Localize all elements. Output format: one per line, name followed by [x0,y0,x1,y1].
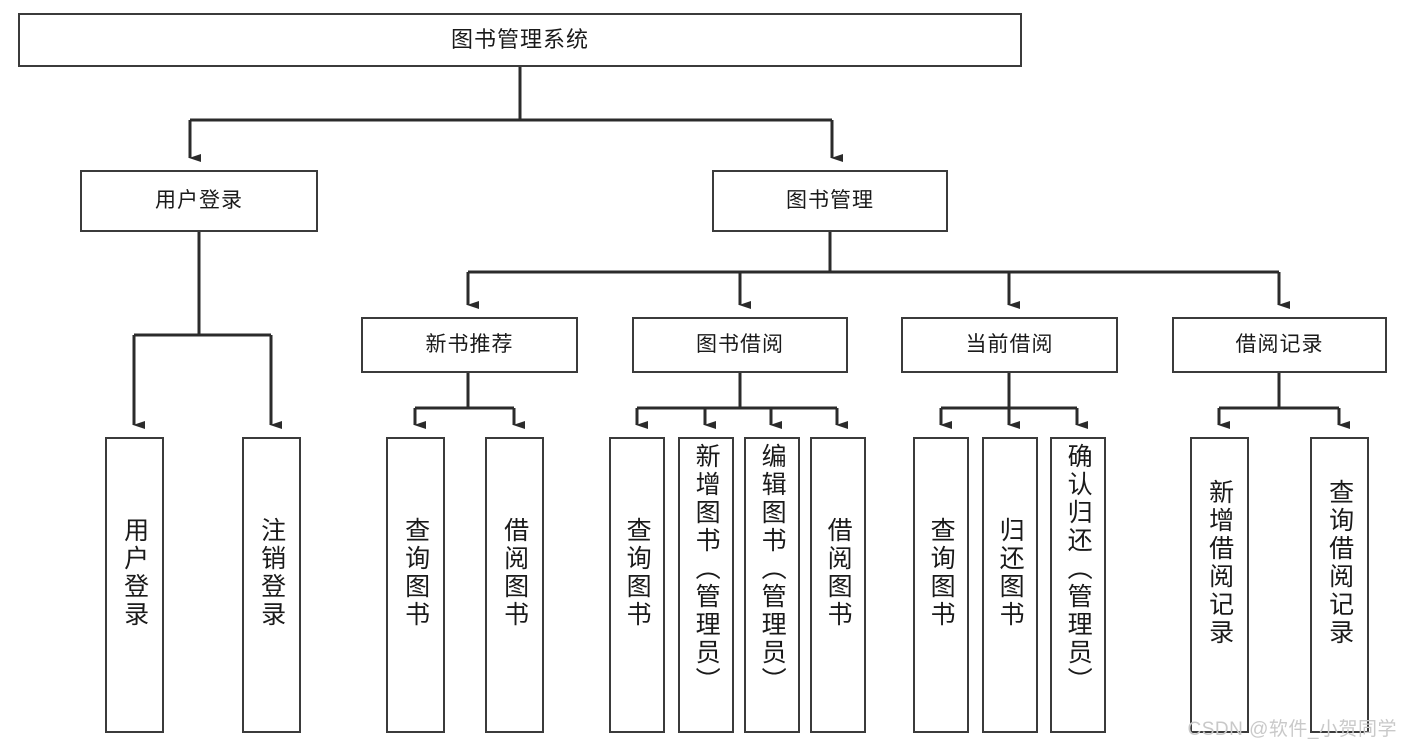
leaf-book-borrow-add-book-admin[interactable]: 新增图书（管理员） [678,437,734,733]
leaf-current-borrow-confirm-return-admin[interactable]: 确认归还（管理员） [1050,437,1106,733]
node-label: 新增图书（管理员） [692,443,721,695]
node-label: 图书管理系统 [450,26,589,52]
node-book-management[interactable]: 图书管理 [712,170,948,232]
node-label: 查询图书 [401,517,430,629]
leaf-user-login-logout[interactable]: 注销登录 [242,437,301,733]
leaf-borrow-record-query-record[interactable]: 查询借阅记录 [1310,437,1369,733]
node-label: 借阅图书 [824,517,853,629]
node-label: 图书管理 [786,189,874,213]
node-borrow-record[interactable]: 借阅记录 [1172,317,1387,373]
node-label: 查询图书 [927,517,956,629]
node-label: 用户登录 [120,517,149,629]
leaf-book-borrow-borrow-book[interactable]: 借阅图书 [810,437,866,733]
leaf-book-borrow-query-book[interactable]: 查询图书 [609,437,665,733]
node-user-login[interactable]: 用户登录 [80,170,318,232]
node-label: 借阅记录 [1235,333,1324,357]
node-label: 查询借阅记录 [1325,479,1354,647]
node-label: 用户登录 [155,189,243,213]
node-label: 图书借阅 [696,333,784,357]
leaf-book-borrow-edit-book-admin[interactable]: 编辑图书（管理员） [744,437,800,733]
leaf-user-login-login[interactable]: 用户登录 [105,437,164,733]
node-label: 查询图书 [623,517,652,629]
leaf-current-borrow-query-book[interactable]: 查询图书 [913,437,969,733]
node-label: 借阅图书 [500,517,529,629]
csdn-watermark: CSDN @软件_小贺同学 [1187,719,1397,740]
node-label: 新书推荐 [425,333,514,357]
node-root-book-management-system[interactable]: 图书管理系统 [18,13,1022,67]
node-label: 确认归还（管理员） [1064,443,1093,695]
node-label: 新增借阅记录 [1205,479,1234,647]
leaf-current-borrow-return-book[interactable]: 归还图书 [982,437,1038,733]
node-current-borrow[interactable]: 当前借阅 [901,317,1118,373]
node-label: 注销登录 [257,517,286,629]
leaf-new-book-query-book[interactable]: 查询图书 [386,437,445,733]
node-book-borrow[interactable]: 图书借阅 [632,317,848,373]
node-new-book-recommend[interactable]: 新书推荐 [361,317,578,373]
node-label: 归还图书 [996,517,1025,629]
leaf-borrow-record-add-record[interactable]: 新增借阅记录 [1190,437,1249,733]
leaf-new-book-borrow-book[interactable]: 借阅图书 [485,437,544,733]
node-label: 编辑图书（管理员） [758,443,787,695]
node-label: 当前借阅 [965,333,1054,357]
